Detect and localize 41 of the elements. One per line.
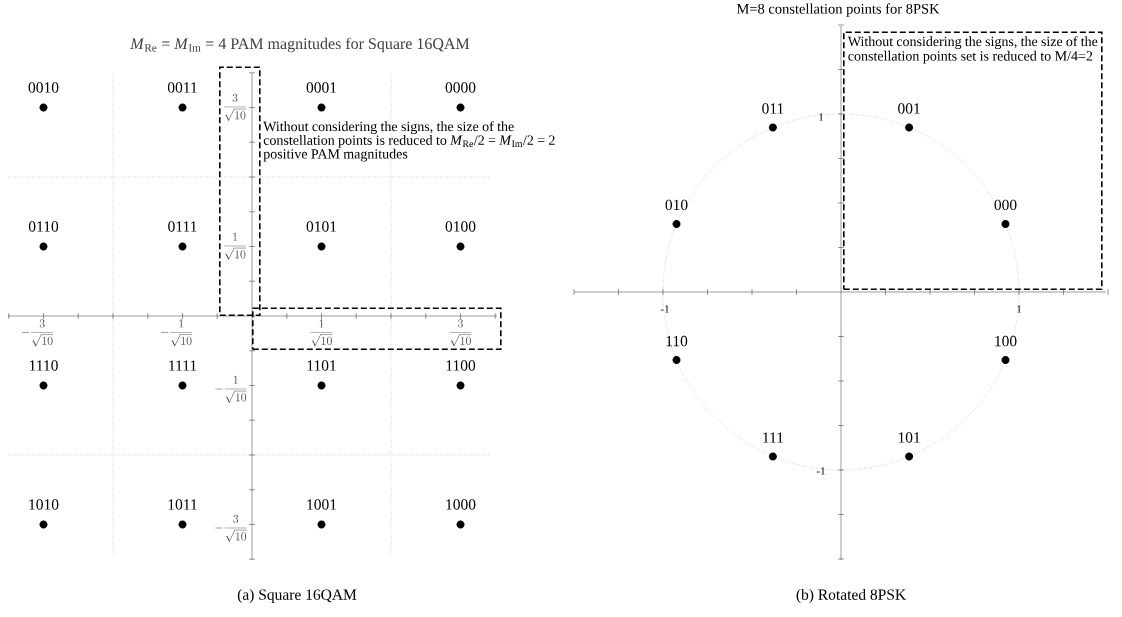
point-label: 011 [762, 103, 784, 114]
annotation-text: Without considering the signs, the size of the constellation points set is reduced to M/4=2 [847, 36, 1098, 64]
tick-label: -1 [660, 305, 669, 313]
point-label: 111 [763, 432, 784, 443]
tick-label: $-\frac{3}{\sqrt{10}}$ [21, 319, 54, 347]
point-label: 1010 [29, 499, 59, 510]
tick-label: -1 [816, 467, 825, 475]
tick-label: 1 [819, 113, 824, 121]
point-label: 001 [898, 103, 920, 114]
point-label: 100 [995, 335, 1017, 347]
tick-label: $-\frac{3}{\sqrt{10}}$ [215, 514, 247, 542]
point-label: 0100 [445, 221, 476, 232]
tick-label: $\frac{1}{\sqrt{10}}$ [310, 319, 333, 347]
point-label: 0011 [167, 82, 197, 93]
figure-caption: (b) Rotated 8PSK [796, 588, 906, 603]
dashed-box [252, 307, 502, 350]
tick-label: $\frac{3}{\sqrt{10}}$ [449, 319, 472, 347]
point-label: 110 [666, 335, 688, 347]
tick-label: $-\frac{1}{\sqrt{10}}$ [215, 375, 247, 403]
point-label: 1110 [29, 360, 58, 371]
point-label: 1001 [307, 499, 337, 510]
point-label: 0101 [306, 221, 337, 232]
dashed-box [219, 66, 261, 316]
tick-label: $\frac{3}{\sqrt{10}}$ [224, 93, 246, 121]
point-label: 0000 [445, 82, 476, 93]
figure-caption: (a) Square 16QAM [237, 588, 357, 603]
point-label: 0001 [306, 82, 337, 93]
point-label: 0010 [28, 82, 59, 93]
point-label: 0110 [28, 221, 59, 232]
point-label: 0111 [168, 221, 197, 232]
point-label: 101 [898, 432, 920, 443]
tick-label: $\frac{1}{\sqrt{10}}$ [224, 232, 246, 260]
chart-title: M=8 constellation points for 8PSK [736, 3, 940, 17]
point-label: 1000 [446, 499, 476, 510]
point-label: 000 [994, 199, 1017, 211]
tick-label: $-\frac{1}{\sqrt{10}}$ [160, 319, 193, 347]
tick-label: 1 [1017, 305, 1022, 313]
point-label: 1011 [168, 499, 197, 510]
dashed-box [843, 31, 1103, 290]
point-label: 010 [665, 199, 688, 211]
point-label: 1111 [169, 360, 197, 371]
